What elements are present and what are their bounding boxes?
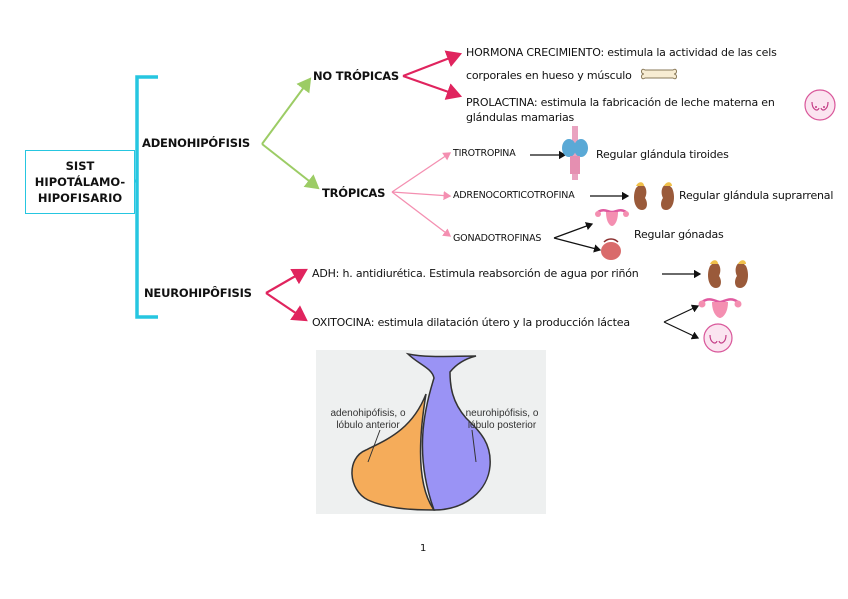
- anterior-lobe-label-line-1: adenohipófisis, o: [330, 408, 406, 419]
- adh-text: ADH: h. antidiurética. Estimula reabsorc…: [312, 267, 639, 280]
- testis-icon: [601, 238, 621, 260]
- posterior-lobe-label-line-1: neurohipófisis, o: [465, 408, 539, 419]
- thyroid-icon: [562, 126, 588, 180]
- kidney-icon: [708, 260, 748, 288]
- arrow-to-tirotropina: [391, 152, 452, 193]
- page-number: 1: [420, 543, 427, 554]
- label-leader-lines: [367, 429, 477, 463]
- anterior-lobe: [351, 393, 436, 511]
- pituitary-gland-figure: [316, 350, 546, 514]
- tirotropina-text: TIROTROPINA: [453, 148, 516, 159]
- prolactina-text: PROLACTINA: estimula la fabricación de l…: [466, 96, 775, 109]
- root-bracket: [135, 75, 158, 319]
- arrow-to-tropicas: [261, 143, 320, 190]
- oxitocina-text: OXITOCINA: estimula dilatación útero y l…: [312, 316, 630, 329]
- arrow-oxitocina-up: [663, 304, 700, 323]
- prolactina-text-2: glándulas mamarias: [466, 111, 575, 124]
- arrow-oxitocina-down: [663, 321, 700, 340]
- arrow-to-prolactina: [402, 74, 463, 100]
- posterior-lobe-label-line-2: lóbulo posterior: [467, 420, 537, 431]
- arrow-to-adh: [265, 268, 308, 294]
- anterior-lobe-label: adenohipófisis, o lóbulo anterior: [318, 408, 418, 432]
- adrenocorticotrofina-effect-text: Regular glándula suprarrenal: [679, 189, 834, 202]
- hormona-crecimiento-text-2: corporales en hueso y músculo: [466, 69, 632, 82]
- arrow-gonado-down: [553, 237, 602, 253]
- kidney-icon: [634, 182, 674, 210]
- uterus-icon: [698, 298, 742, 318]
- no-tropicas-node: NO TRÓPICAS: [313, 69, 400, 83]
- uterus-icon: [595, 208, 629, 226]
- breast-icon: [703, 323, 733, 353]
- hormona-crecimiento-text: HORMONA CRECIMIENTO: estimula la activid…: [466, 46, 777, 59]
- breast-icon: [804, 89, 836, 121]
- anterior-lobe-label-line-2: lóbulo anterior: [336, 420, 400, 431]
- tropicas-node: TRÓPICAS: [322, 186, 386, 200]
- bone-icon: [641, 68, 677, 80]
- arrow-to-adreno: [391, 191, 452, 201]
- root-line-2: HIPOTÁLAMO-: [34, 175, 126, 189]
- tirotropina-effect-text: Regular glándula tiroides: [596, 148, 729, 161]
- adenohipofisis-node: ADENOHIPÓFISIS: [142, 136, 250, 150]
- neurohipofisis-node: NEUROHIPÔFISIS: [144, 286, 252, 300]
- posterior-lobe: [405, 352, 491, 511]
- arrow-to-oxitocina: [265, 292, 308, 322]
- gonadotrofinas-text: GONADOTROFINAS: [453, 233, 542, 244]
- gonadotrofinas-effect-text: Regular gónadas: [634, 228, 724, 241]
- root-line-3: HIPOFISARIO: [37, 191, 123, 205]
- arrow-to-gonado: [391, 191, 452, 237]
- arrow-gonado-up: [553, 222, 594, 239]
- adrenocorticotrofina-text: ADRENOCORTICOTROFINA: [453, 190, 575, 201]
- arrow-to-hormona: [402, 50, 463, 78]
- arrow-to-no-tropicas: [261, 77, 312, 145]
- root-line-1: SIST: [65, 159, 95, 173]
- root-node: SIST HIPOTÁLAMO- HIPOFISARIO: [25, 150, 135, 214]
- posterior-lobe-label: neurohipófisis, o lóbulo posterior: [452, 408, 552, 432]
